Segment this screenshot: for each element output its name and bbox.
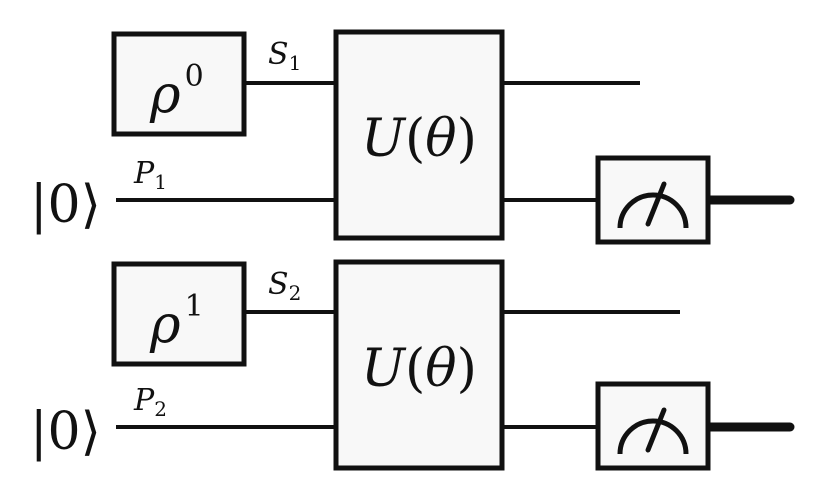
probe-label-p2: P2	[133, 383, 167, 421]
measurement-box-2	[595, 381, 711, 471]
state-box-rho-1	[111, 261, 247, 367]
system-label-s1: S1	[268, 37, 301, 75]
input-ket-2: |0⟩	[30, 402, 101, 462]
state-box-rho-0	[111, 31, 247, 137]
unitary-gate-label: U(θ)	[361, 109, 477, 169]
unitary-gate-1	[333, 29, 505, 241]
unitary-gate-label: U(θ)	[361, 339, 477, 399]
meter-icon	[617, 181, 689, 229]
input-ket-1: |0⟩	[30, 175, 101, 235]
probe-label-p1: P1	[133, 156, 167, 194]
unitary-gate-2	[333, 259, 505, 471]
measurement-box-1	[595, 155, 711, 245]
meter-icon	[617, 407, 689, 455]
system-label-s2: S2	[268, 267, 301, 305]
